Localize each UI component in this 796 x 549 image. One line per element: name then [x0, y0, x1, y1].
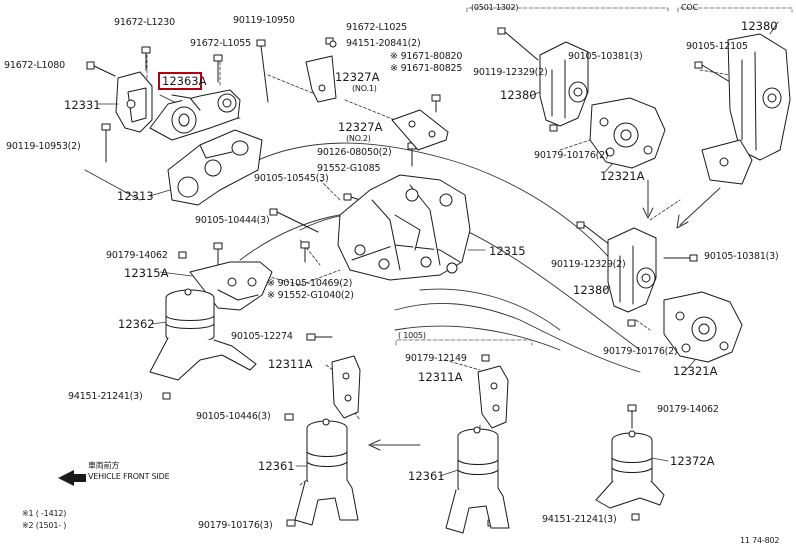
label-note-2: ※2 (1501- ): [22, 521, 67, 530]
plate-12327a-no1: [305, 55, 337, 103]
label-12321a-mid[interactable]: 12321A: [673, 364, 718, 378]
highlight-box-12363a: [158, 72, 202, 90]
label-90105-10444[interactable]: 90105-10444(3): [195, 215, 270, 226]
label-12363a[interactable]: 12363A: [162, 74, 207, 88]
label-12380-mid[interactable]: 12380: [573, 283, 610, 297]
label-91672-L1230[interactable]: 91672-L1230: [114, 17, 175, 28]
label-90179-10176-mid[interactable]: 90179-10176(2): [603, 346, 678, 357]
mount-12380-mid: [607, 227, 657, 313]
label-94151-21241-right[interactable]: 94151-21241(3): [542, 514, 617, 525]
label-91552-G1085[interactable]: 91552-G1085: [317, 163, 381, 174]
label-12327a-no1[interactable]: 12327A: [335, 70, 380, 84]
label-12313[interactable]: 12313: [117, 189, 154, 203]
bracket-12311a-left: [331, 355, 361, 419]
label-90119-10950[interactable]: 90119-10950: [233, 15, 295, 26]
label-91672-L1055[interactable]: 91672-L1055: [190, 38, 251, 49]
label-12315[interactable]: 12315: [489, 244, 526, 258]
bracket-12321a-top: [589, 97, 666, 169]
mount-12372a: [595, 430, 665, 509]
mount-12361-left: [294, 418, 359, 526]
flow-arrows: [368, 179, 721, 451]
label-90105-12274[interactable]: 90105-12274: [231, 331, 293, 342]
label-91671-80825[interactable]: ※ 91671-80825: [390, 63, 463, 74]
label-90179-14062-right[interactable]: 90179-14062: [657, 404, 719, 415]
label-12372a[interactable]: 12372A: [670, 454, 715, 468]
label-90119-10953[interactable]: 90119-10953(2): [6, 141, 81, 152]
label-no2: (NO.2): [346, 134, 371, 143]
label-12380-top[interactable]: 12380: [500, 88, 537, 102]
label-91672-L1080[interactable]: 91672-L1080: [4, 60, 65, 71]
label-12361-center[interactable]: 12361: [408, 469, 445, 483]
label-94151-20841[interactable]: 94151-20841(2): [346, 38, 421, 49]
mount-12380-coc: [701, 33, 791, 185]
label-date-center: ( 1005): [398, 331, 426, 340]
label-figure-number: 11 74-802: [740, 536, 780, 545]
label-12311a-center[interactable]: 12311A: [418, 370, 463, 384]
label-90119-12329-top[interactable]: 90119-12329(2): [473, 67, 548, 78]
label-90179-12149[interactable]: 90179-12149: [405, 353, 467, 364]
label-94151-21241-left[interactable]: 94151-21241(3): [68, 391, 143, 402]
bracket-12311a-center: [477, 365, 509, 429]
label-vehicle-front-en: VEHICLE FRONT SIDE: [88, 472, 170, 481]
vehicle-front-arrow: [58, 470, 86, 486]
label-coc: COC: [681, 3, 698, 12]
bracket-12315: [337, 174, 471, 281]
variant-brackets: [395, 7, 793, 346]
label-90105-12105[interactable]: 90105-12105: [686, 41, 748, 52]
label-90179-10176-top[interactable]: 90179-10176(2): [534, 150, 609, 161]
label-90179-10176-bottom[interactable]: 90179-10176(3): [198, 520, 273, 531]
mount-12361-center: [445, 426, 510, 534]
label-90126-08050[interactable]: 90126-08050(2): [317, 147, 392, 158]
label-90105-10381-top[interactable]: 90105-10381(3): [568, 51, 643, 62]
label-no1: (NO.1): [352, 84, 377, 93]
label-90119-12329-mid[interactable]: 90119-12329(2): [551, 259, 626, 270]
label-90105-10446[interactable]: 90105-10446(3): [196, 411, 271, 422]
label-90105-10469[interactable]: ※ 90105-10469(2): [267, 278, 353, 289]
bracket-12313: [167, 129, 263, 206]
bracket-12321a-mid: [663, 291, 743, 363]
mount-12363a: [149, 89, 241, 141]
label-leaders: [97, 21, 779, 477]
chassis-outline: [84, 94, 641, 373]
label-12331[interactable]: 12331: [64, 98, 101, 112]
label-12362[interactable]: 12362: [118, 317, 155, 331]
bolts: [86, 27, 736, 527]
label-91672-L1025[interactable]: 91672-L1025: [346, 22, 407, 33]
label-12380-coc[interactable]: 12380: [741, 19, 778, 33]
label-91552-G1040[interactable]: ※ 91552-G1040(2): [267, 290, 354, 301]
label-12311a-left[interactable]: 12311A: [268, 357, 313, 371]
label-note-1: ※1 ( -1412): [22, 509, 67, 518]
label-vehicle-front-jp: 車両前方: [88, 461, 120, 470]
label-90105-10545[interactable]: 90105-10545(3): [254, 173, 329, 184]
label-91671-80820[interactable]: ※ 91671-80820: [390, 51, 463, 62]
bracket-12331: [115, 71, 153, 133]
plate-12327a-no2: [391, 109, 449, 151]
label-90179-14062-left[interactable]: 90179-14062: [106, 250, 168, 261]
mount-12380-top: [539, 41, 589, 127]
label-date-top: (0501 1302): [471, 3, 519, 12]
label-12361-left[interactable]: 12361: [258, 459, 295, 473]
mount-12362: [149, 288, 257, 381]
label-12327a-no2[interactable]: 12327A: [338, 120, 383, 134]
label-12315a[interactable]: 12315A: [124, 266, 169, 280]
label-90105-10381-mid[interactable]: 90105-10381(3): [704, 251, 779, 262]
label-12321a-top[interactable]: 12321A: [600, 169, 645, 183]
